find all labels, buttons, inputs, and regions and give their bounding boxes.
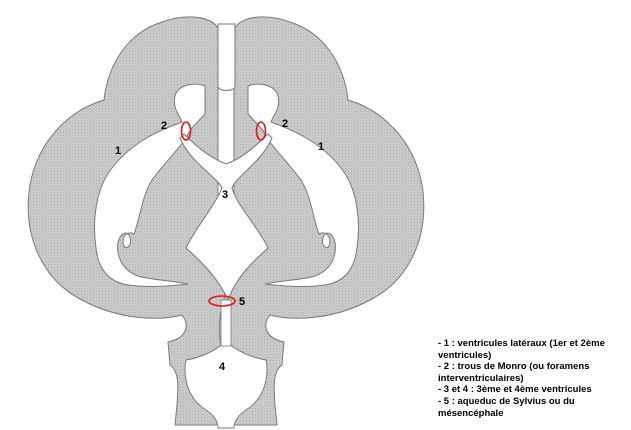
third-ventricle xyxy=(179,133,273,302)
label-2-right: 2 xyxy=(282,118,288,130)
label-1-right: 1 xyxy=(318,141,324,153)
left-lateral-ventricle xyxy=(94,83,206,288)
foramen-monro-right-marker xyxy=(255,121,267,141)
aqueduct-marker xyxy=(208,295,236,307)
label-4: 4 xyxy=(219,361,226,373)
legend-item: - 3 et 4 : 3ème et 4ème ventricules xyxy=(438,384,592,396)
label-5: 5 xyxy=(239,296,245,308)
legend-item: - 2 : trous de Monro (ou foramens interv… xyxy=(438,361,590,384)
label-2-left: 2 xyxy=(161,120,167,132)
longitudinal-fissure xyxy=(217,23,236,91)
right-lateral-ventricle xyxy=(247,83,359,288)
legend-item: - 1 : ventricules latéraux (1er et 2ème … xyxy=(438,338,605,361)
foramen-monro-left-marker xyxy=(180,121,192,141)
legend-item: - 5 : aqueduc de Sylvius ou du mésencéph… xyxy=(438,395,575,419)
label-3: 3 xyxy=(222,189,228,201)
fourth-ventricle xyxy=(184,343,268,429)
cerebral-aqueduct xyxy=(220,299,232,347)
legend: - 1 : ventricules latéraux (1er et 2ème … xyxy=(438,338,628,419)
label-1-left: 1 xyxy=(115,145,121,157)
